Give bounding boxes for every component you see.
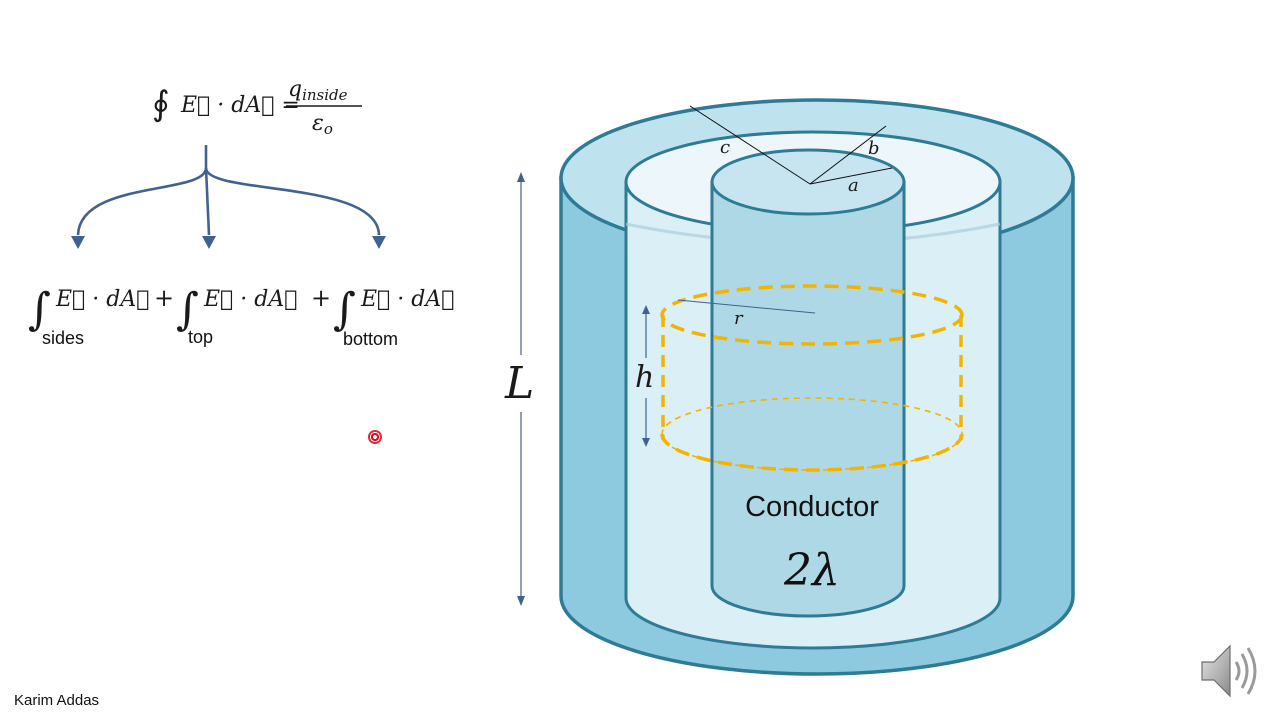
gaussian-surface xyxy=(660,284,964,472)
charge-density-label: 2λ xyxy=(783,545,840,596)
branch-arrows xyxy=(76,145,381,236)
length-label: L xyxy=(504,358,534,409)
arrow-heads xyxy=(71,236,386,249)
radius-c-label: c xyxy=(720,137,730,158)
svg-text:+: + xyxy=(154,284,174,312)
svg-text:E⃗ · dA⃗: E⃗ · dA⃗ xyxy=(55,287,149,312)
radius-a-label: a xyxy=(848,175,859,196)
gap-region xyxy=(624,130,1002,650)
svg-text:+: + xyxy=(311,284,331,312)
integral-sides: ∫ E⃗ · dA⃗ xyxy=(28,284,149,335)
height-dimension: h xyxy=(635,305,654,447)
outer-shell xyxy=(559,98,1075,676)
length-dimension: L xyxy=(504,172,534,606)
inner-conductor xyxy=(710,148,906,618)
label-top: top xyxy=(188,327,214,347)
permittivity-denominator: εo xyxy=(312,111,333,138)
gaussian-radius-label: r xyxy=(734,308,744,329)
svg-text:∮: ∮ xyxy=(152,84,170,124)
svg-text:E⃗ · dA⃗: E⃗ · dA⃗ xyxy=(360,287,454,312)
height-label: h xyxy=(635,360,654,395)
label-bottom: bottom xyxy=(343,329,399,349)
conductor-label: Conductor xyxy=(745,491,879,523)
gauss-law-derivation: ∮ E⃗ · dA⃗ = qinside εo ∫ E⃗ · dA⃗ + ∫ E… xyxy=(28,77,454,335)
author-footer: Karim Addas xyxy=(14,692,100,709)
radius-lines xyxy=(689,105,893,185)
svg-text:∫: ∫ xyxy=(333,284,356,335)
laser-pointer-icon xyxy=(368,430,382,444)
label-sides: sides xyxy=(42,328,85,348)
svg-text:∫: ∫ xyxy=(176,284,199,335)
svg-text:E⃗ · dA⃗ =: E⃗ · dA⃗ = xyxy=(180,93,300,118)
svg-text:∫: ∫ xyxy=(28,284,51,335)
integral-bottom: + ∫ E⃗ · dA⃗ xyxy=(311,284,454,335)
gauss-law-equation: ∮ E⃗ · dA⃗ = qinside εo xyxy=(152,77,362,138)
gaussian-radius-line xyxy=(677,299,816,314)
charge-inside-numerator: qinside xyxy=(288,77,348,104)
svg-text:E⃗ · dA⃗: E⃗ · dA⃗ xyxy=(203,287,297,312)
radius-b-label: b xyxy=(868,138,880,159)
speaker-icon[interactable] xyxy=(1198,640,1264,702)
integral-top: + ∫ E⃗ · dA⃗ xyxy=(154,284,297,335)
